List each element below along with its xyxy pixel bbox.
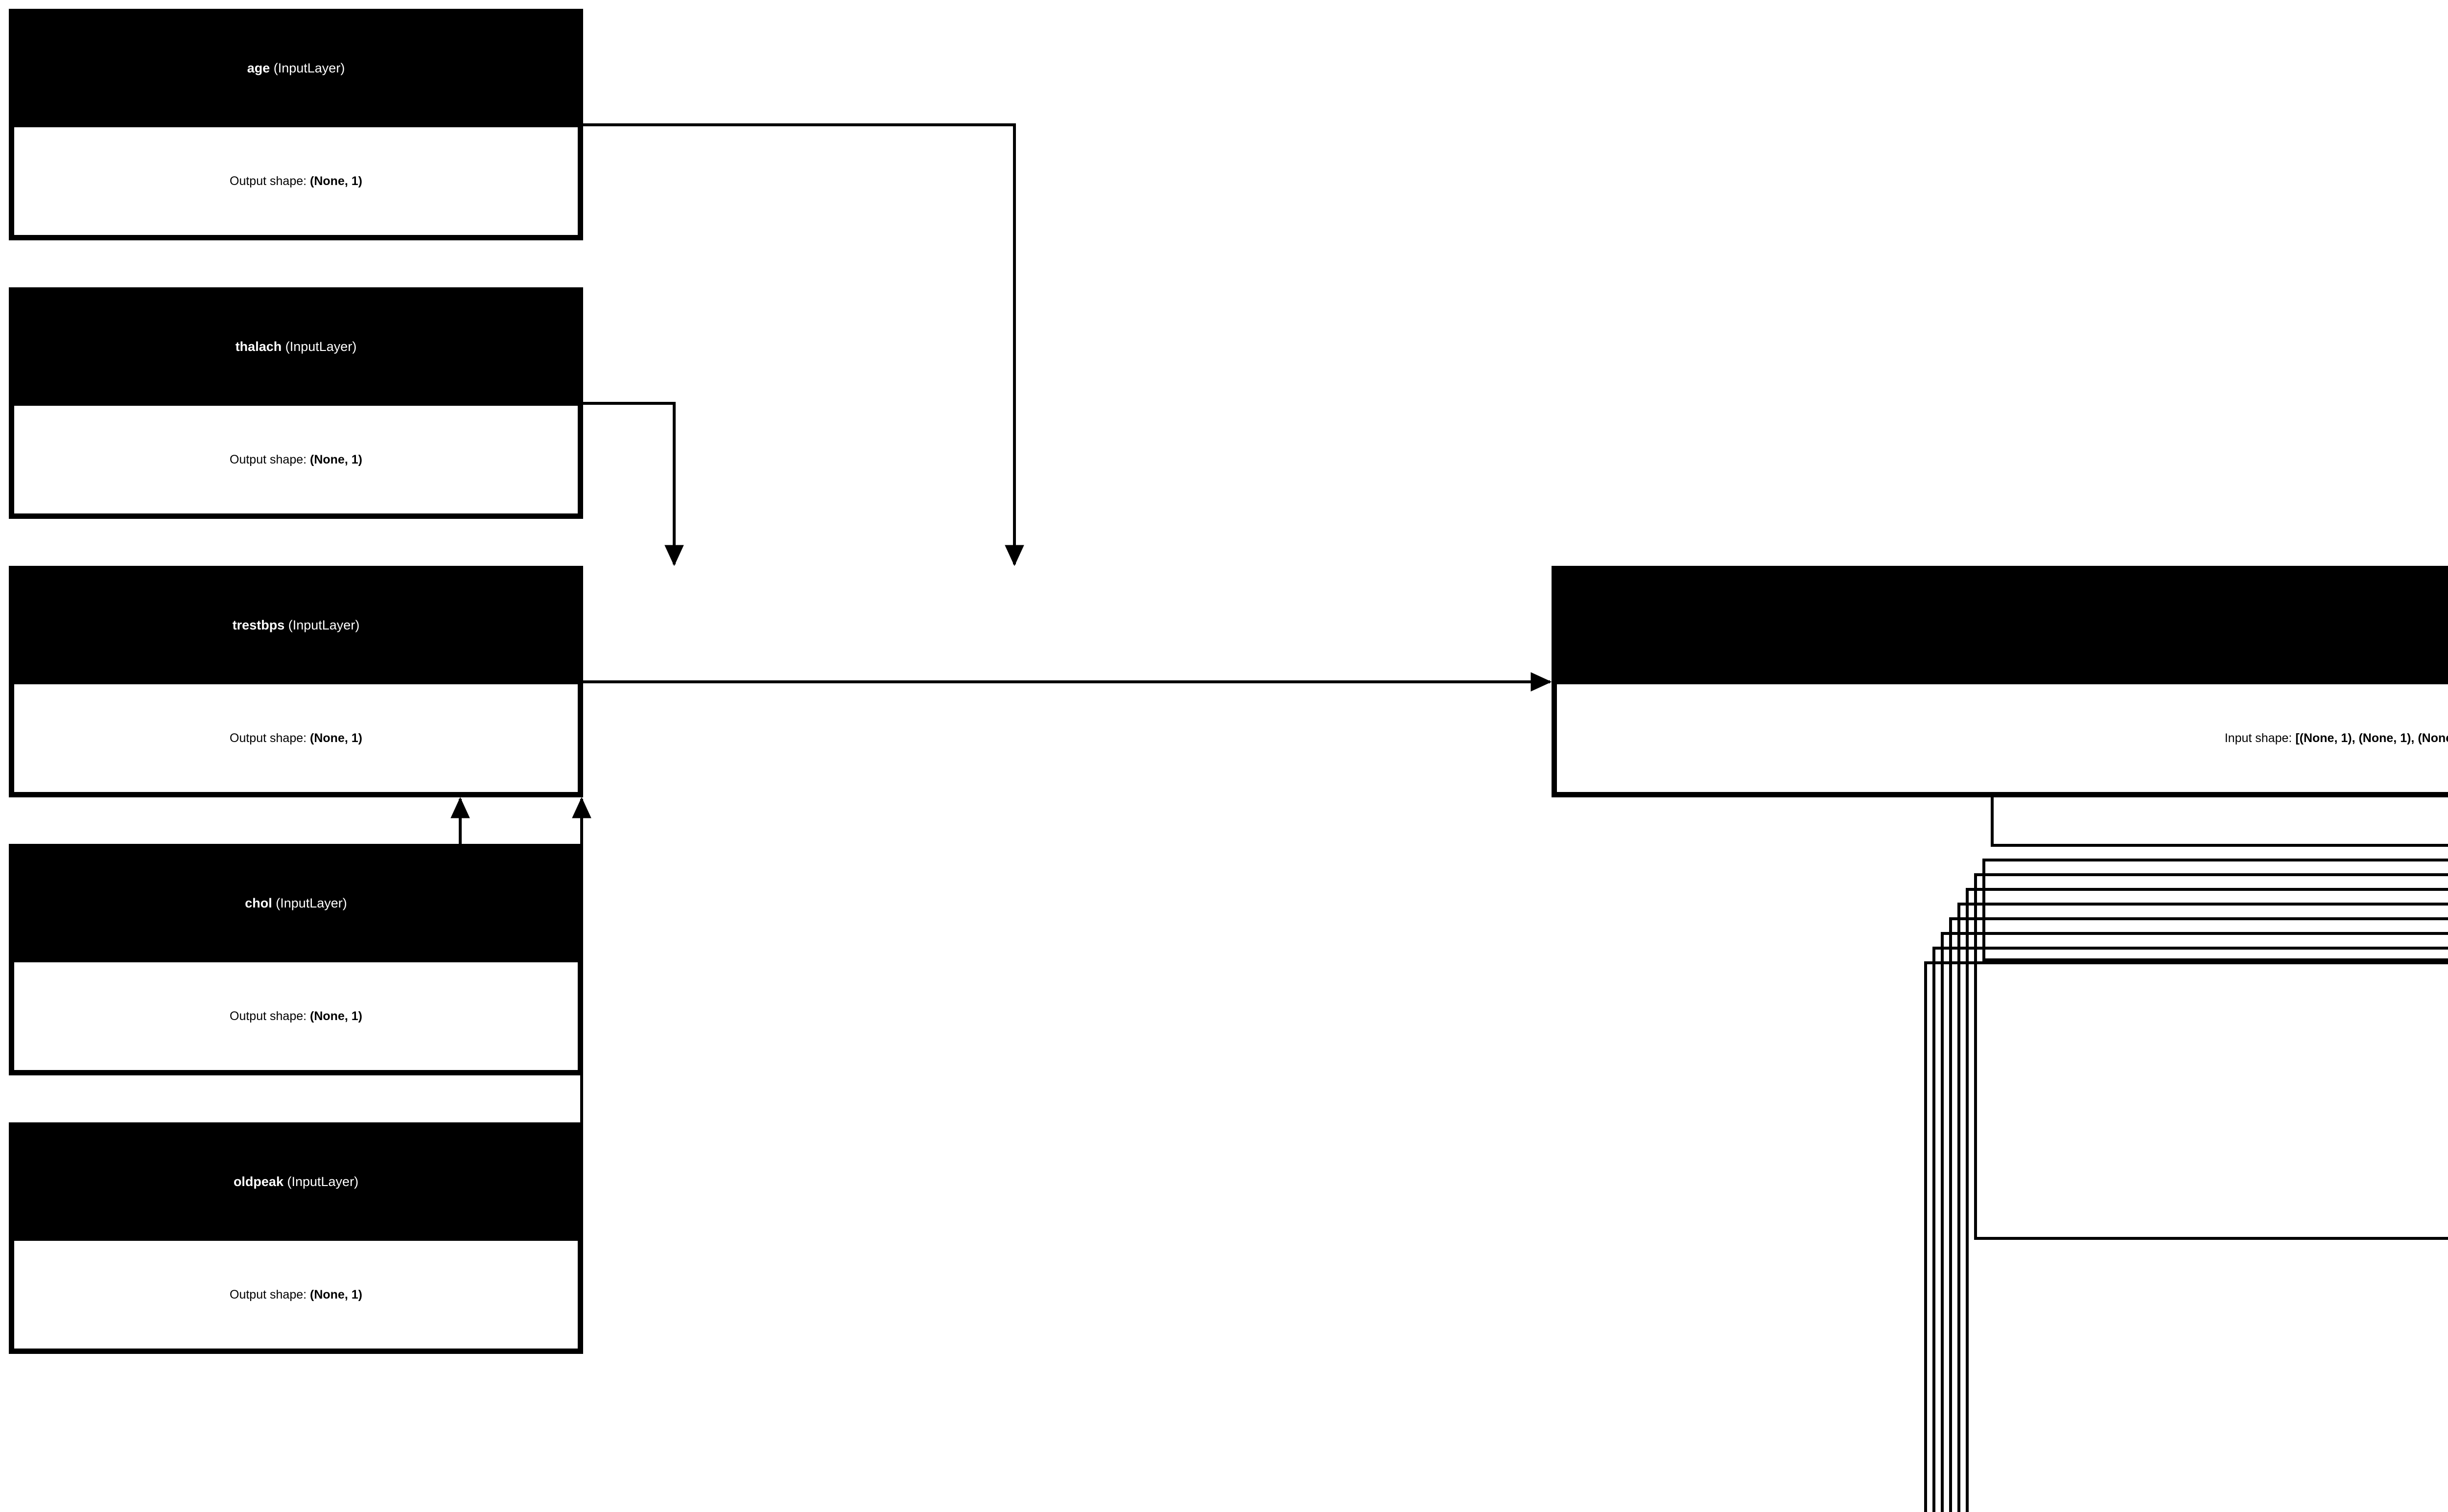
layer-type: (InputLayer) xyxy=(287,1174,359,1189)
output-shape-cell: Output shape: (None, 1) xyxy=(14,127,578,235)
layer-shape-row: Output shape: (None, 1) xyxy=(13,405,579,514)
layer-shape-row: Output shape: (None, 1) xyxy=(13,126,579,236)
shape-label: Output shape: xyxy=(230,174,307,188)
shape-label: Input shape: xyxy=(2224,731,2292,745)
layer-shape-row: Output shape: (None, 1) xyxy=(13,683,579,793)
layer-node-thalach[interactable]: thalach (InputLayer)Output shape: (None,… xyxy=(9,287,583,519)
layer-name: thalach xyxy=(235,339,282,354)
edge-exang-to-concatenate_3 xyxy=(1966,888,2448,1512)
shape-value: (None, 1) xyxy=(310,452,362,466)
edge-sex-to-concatenate_3 xyxy=(1982,859,2448,961)
layer-title: oldpeak (InputLayer) xyxy=(10,1124,582,1240)
layer-title: chol (InputLayer) xyxy=(10,845,582,961)
shape-value: [(None, 1), (None, 1), (None, 1), (None,… xyxy=(2295,731,2448,745)
layer-shape-row: Output shape: (None, 1) xyxy=(13,961,579,1071)
layer-name: chol xyxy=(245,896,272,910)
edge-integer_lookup_1-to-concatenate_3 xyxy=(1957,903,2448,1512)
output-shape-cell: Output shape: (None, 1) xyxy=(14,684,578,792)
layer-node-age[interactable]: age (InputLayer)Output shape: (None, 1) xyxy=(9,9,583,240)
layer-shape-row: Output shape: (None, 1) xyxy=(13,1240,579,1349)
layer-node-concatenate_2[interactable]: concatenate_2 (Concatenate)Input shape: … xyxy=(1552,566,2448,797)
shape-label: Output shape: xyxy=(230,731,307,745)
layer-node-oldpeak[interactable]: oldpeak (InputLayer)Output shape: (None,… xyxy=(9,1122,583,1354)
layer-shape-row: Input shape: [(None, 1), (None, 1), (Non… xyxy=(1556,683,2448,793)
output-shape-cell: Output shape: (None, 1) xyxy=(14,406,578,513)
layer-node-trestbps[interactable]: trestbps (InputLayer)Output shape: (None… xyxy=(9,566,583,797)
layer-type: (InputLayer) xyxy=(276,896,347,910)
output-shape-cell: Output shape: (None, 1) xyxy=(14,962,578,1070)
shape-value: (None, 1) xyxy=(310,174,362,188)
shape-label: Output shape: xyxy=(230,1287,307,1302)
shape-label: Output shape: xyxy=(230,1009,307,1023)
shape-label: Output shape: xyxy=(230,452,307,466)
layer-title: thalach (InputLayer) xyxy=(10,289,582,405)
shape-value: (None, 1) xyxy=(310,1287,362,1302)
shape-value: (None, 1) xyxy=(310,731,362,745)
edge-integer_lookup_3-to-concatenate_3 xyxy=(1941,932,2448,1512)
layer-name: oldpeak xyxy=(233,1174,283,1189)
shape-value: (None, 1) xyxy=(310,1009,362,1023)
layer-type: (InputLayer) xyxy=(288,618,360,632)
input-shape-cell: Input shape: [(None, 1), (None, 1), (Non… xyxy=(1557,684,2448,792)
edge-integer_lookup_2-to-concatenate_3 xyxy=(1949,917,2448,1512)
layer-title: age (InputLayer) xyxy=(10,10,582,126)
output-shape-cell: Output shape: (None, 1) xyxy=(14,1241,578,1349)
layer-title: concatenate_2 (Concatenate) xyxy=(1553,567,2448,683)
layer-type: (InputLayer) xyxy=(273,61,345,75)
layer-type: (InputLayer) xyxy=(285,339,357,354)
layer-title: trestbps (InputLayer) xyxy=(10,567,582,683)
edge-age-to-concatenate_2 xyxy=(583,123,1024,566)
edge-integer_lookup_4-to-concatenate_3 xyxy=(1924,961,2448,1512)
edge-fbs-to-concatenate_3 xyxy=(1974,873,2448,1240)
layer-name: age xyxy=(247,61,270,75)
layer-node-chol[interactable]: chol (InputLayer)Output shape: (None, 1) xyxy=(9,844,583,1075)
layer-name: trestbps xyxy=(232,618,285,632)
edge-string_lookup_1-to-concatenate_3 xyxy=(1932,947,2448,1512)
edge-thalach-to-concatenate_2 xyxy=(583,402,684,566)
